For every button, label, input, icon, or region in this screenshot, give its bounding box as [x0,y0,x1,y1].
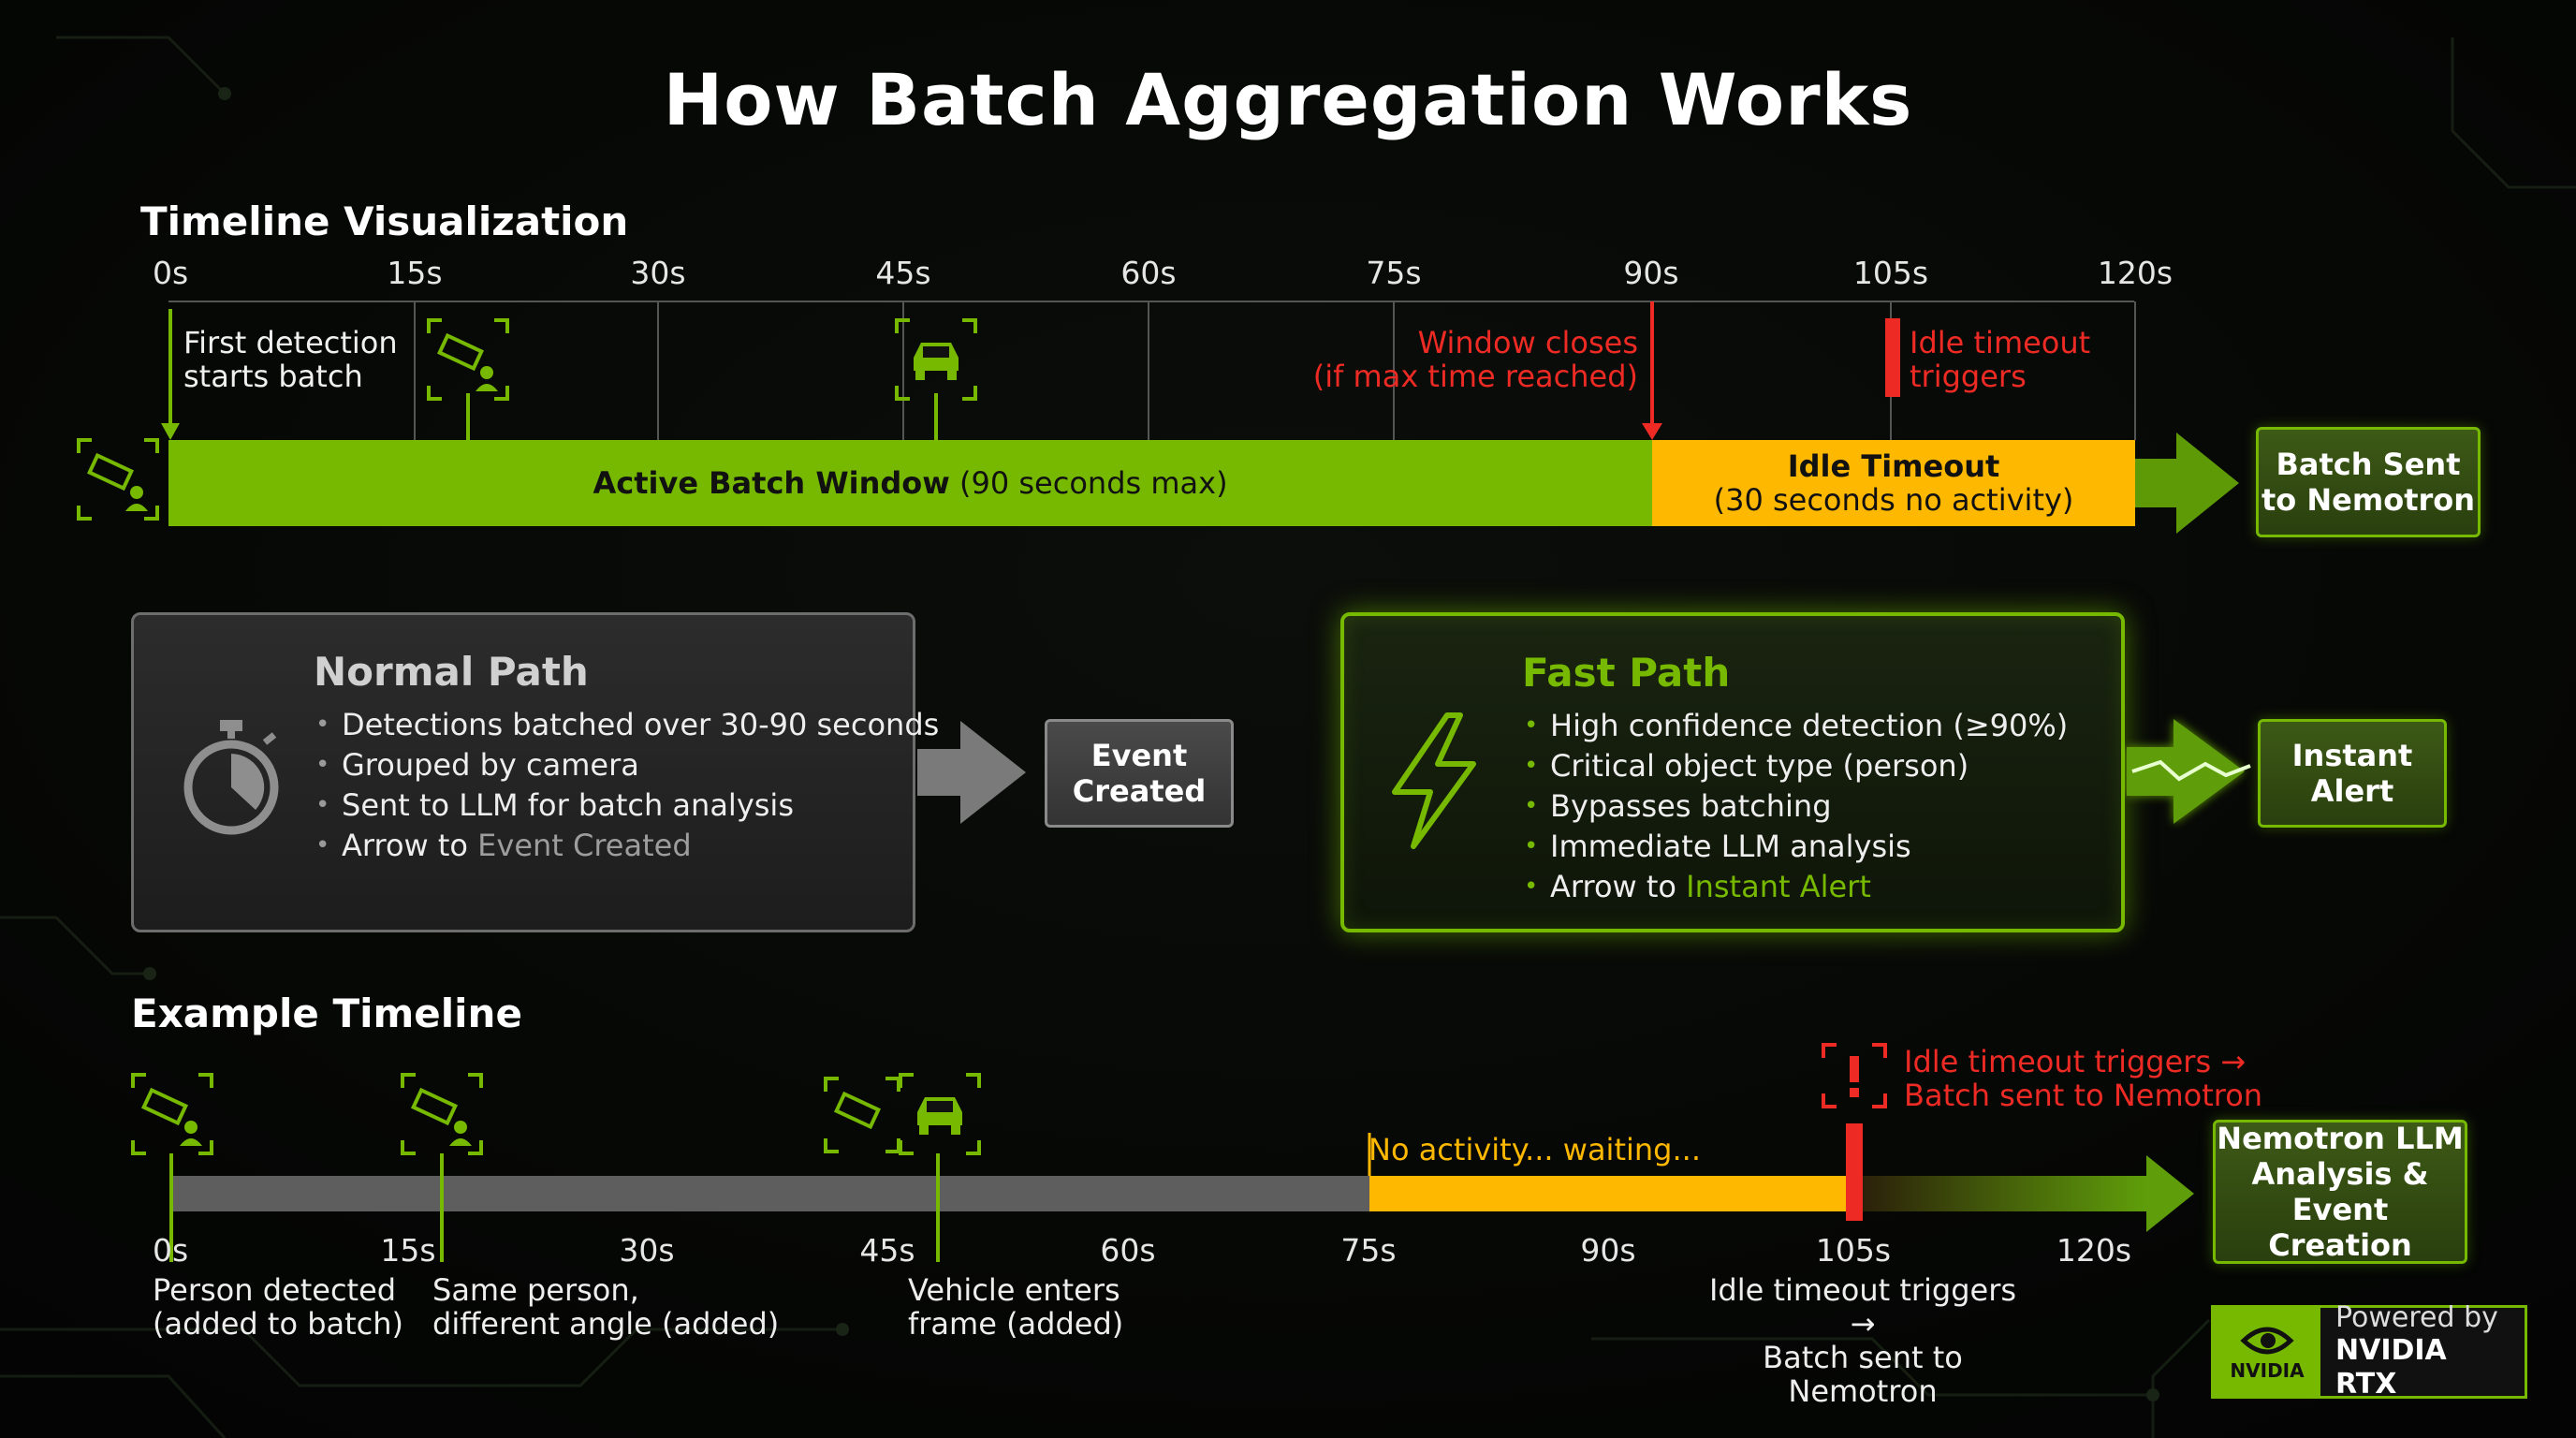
example-heading: Example Timeline [131,990,522,1036]
timeline-heading: Timeline Visualization [140,198,629,244]
example-tick-30s: 30s [619,1232,675,1269]
fast-path-title: Fast Path [1522,650,1731,696]
no-activity-bar [1369,1176,1856,1211]
no-activity-note: No activity... waiting... [1368,1132,1701,1167]
powered-by-badge: NVIDIA Powered by NVIDIA RTX [2211,1301,2527,1401]
idle-trigger-marker [1885,318,1900,397]
active-batch-label: Active Batch Window (90 seconds max) [593,465,1228,501]
list-item: •Immediate LLM analysis [1524,829,1911,864]
window-closes-note: Window closes (if max time reached) [1312,325,1638,394]
example-label-same-person: Same person, different angle (added) [432,1272,780,1342]
example-tick-15s: 15s [380,1232,436,1269]
waiting-track [171,1176,1369,1211]
active-batch-bar [168,440,1652,526]
normal-path-title: Normal Path [314,649,589,695]
example-tick-0s: 0s [153,1232,189,1269]
camera-person-icon [401,1073,483,1155]
alert-icon [1822,1043,1887,1108]
tick-75s: 75s [1366,255,1422,291]
tick-45s: 45s [875,255,931,291]
vehicle-icon [895,318,977,401]
camera-person-icon [77,438,159,521]
batch-sent-box: Batch Sent to Nemotron [2256,427,2481,537]
list-item: •Grouped by camera [315,747,639,783]
example-tick-45s: 45s [859,1232,915,1269]
tick-30s: 30s [630,255,686,291]
camera-icon [824,1077,900,1153]
tick-105s: 105s [1852,255,1929,291]
arrow-to-event-created [917,721,1026,824]
camera-person-icon [427,318,509,401]
tick-60s: 60s [1120,255,1177,291]
example-tick-60s: 60s [1100,1232,1156,1269]
normal-path-panel: Normal Path •Detections batched over 30-… [131,612,939,932]
list-item: •Bypasses batching [1524,788,1832,824]
arrow-to-instant-alert [2127,719,2251,824]
nvidia-eye-icon [2240,1327,2294,1355]
timeline-graphic [77,301,2239,534]
list-item: •Critical object type (person) [1524,748,1969,784]
example-tick-120s: 120s [2056,1232,2132,1269]
tick-15s: 15s [387,255,443,291]
example-label-person: Person detected (added to batch) [153,1272,404,1342]
example-label-vehicle: Vehicle enters frame (added) [908,1272,1124,1342]
event-created-box: Event Created [1045,719,1234,828]
example-tick-75s: 75s [1340,1232,1397,1269]
idle-timeout-note: Idle timeout triggers → Batch sent to Ne… [1904,1044,2263,1113]
nemotron-analysis-box: Nemotron LLM Analysis & Event Creation [2213,1120,2467,1264]
list-item: •Detections batched over 30-90 seconds [315,707,940,742]
stopwatch-icon [183,720,279,835]
tick-90s: 90s [1623,255,1679,291]
idle-triggers-note: Idle timeout triggers [1910,325,2091,394]
tick-0s: 0s [153,255,189,291]
fast-path-list: •High confidence detection (≥90%) •Criti… [1522,706,2068,907]
idle-timeout-bar [1652,440,2135,526]
vehicle-icon [899,1073,981,1155]
nvidia-logo: NVIDIA [2214,1308,2320,1396]
first-detection-note: First detection starts batch [183,325,398,394]
lightning-bolt-icon [1392,712,1476,849]
idle-trigger-marker-example [1846,1123,1863,1221]
idle-timeout-label: Idle Timeout (30 seconds no activity) [1713,448,2074,518]
list-item: •Sent to LLM for batch analysis [315,787,794,823]
arrow-to-batch-sent [2135,433,2239,534]
example-timeline-graphic [131,1043,2194,1262]
instant-alert-box: Instant Alert [2258,719,2447,828]
page-title: How Batch Aggregation Works [663,58,1913,141]
list-item: •Arrow to Instant Alert [1524,869,1871,904]
arrow-to-nemotron [2146,1155,2194,1232]
example-label-idle: Idle timeout triggers → Batch sent to Ne… [1708,1272,2017,1409]
list-item: •High confidence detection (≥90%) [1524,708,2069,743]
normal-path-list: •Detections batched over 30-90 seconds •… [314,705,939,866]
example-tick-105s: 105s [1815,1232,1892,1269]
example-tick-90s: 90s [1580,1232,1636,1269]
fast-path-panel: Fast Path •High confidence detection (≥9… [1340,612,2125,932]
list-item: •Arrow to Event Created [315,828,692,863]
badge-line-1: Powered by [2335,1301,2498,1334]
badge-line-2: NVIDIA RTX [2335,1334,2447,1401]
tick-120s: 120s [2097,255,2174,291]
camera-person-icon [131,1073,213,1155]
